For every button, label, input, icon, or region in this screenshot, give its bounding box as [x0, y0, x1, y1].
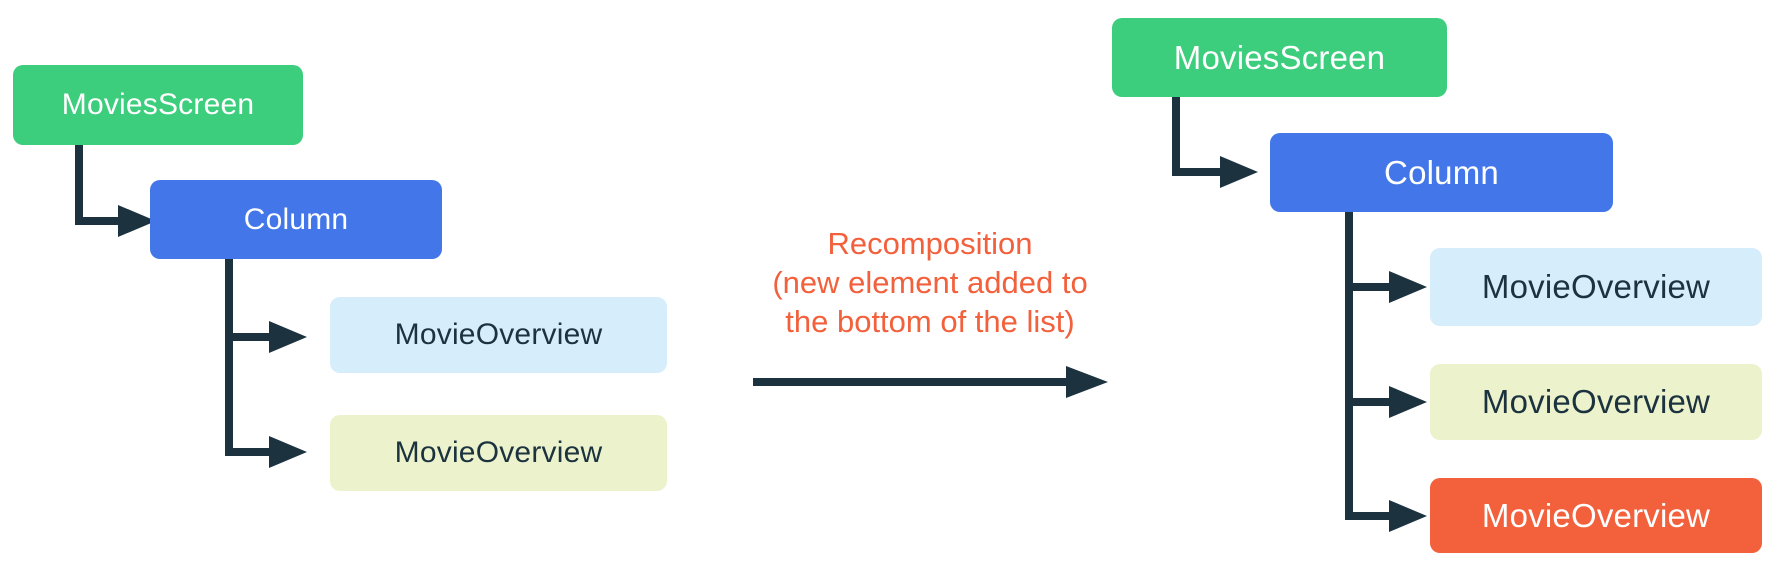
- connector-branch-horizontal: [225, 448, 270, 456]
- arrow-head-icon: [1389, 271, 1427, 303]
- node-movies-screen: MoviesScreen: [13, 65, 303, 145]
- connector-branch-horizontal: [225, 333, 270, 341]
- connector-root-to-column-vertical: [75, 145, 83, 225]
- node-movie-overview-2: MovieOverview: [1430, 364, 1762, 440]
- caption-line-2: (new element added to: [772, 265, 1088, 300]
- connector-column-trunk: [1345, 212, 1353, 520]
- connector-branch-horizontal: [1345, 398, 1390, 406]
- connector-branch-horizontal: [1345, 283, 1390, 291]
- node-movie-overview-1: MovieOverview: [330, 297, 667, 373]
- recomposition-arrow-line: [753, 378, 1068, 386]
- connector-root-to-column-horizontal: [75, 217, 120, 225]
- arrow-head-icon: [1389, 500, 1427, 532]
- node-movie-overview-2: MovieOverview: [330, 415, 667, 491]
- caption-line-1: Recomposition: [827, 226, 1033, 261]
- node-movies-screen: MoviesScreen: [1112, 18, 1447, 97]
- arrow-head-icon: [1389, 386, 1427, 418]
- node-movie-overview-1: MovieOverview: [1430, 248, 1762, 326]
- connector-column-trunk: [225, 259, 233, 456]
- connector-root-to-column-horizontal: [1172, 168, 1222, 176]
- caption-line-3: the bottom of the list): [785, 304, 1075, 339]
- connector-branch-horizontal: [1345, 512, 1390, 520]
- arrow-head-icon: [1220, 156, 1258, 188]
- node-column: Column: [1270, 133, 1613, 212]
- node-column: Column: [150, 180, 442, 259]
- arrow-head-icon: [118, 205, 156, 237]
- arrow-head-icon: [1066, 366, 1108, 398]
- node-movie-overview-3-new: MovieOverview: [1430, 478, 1762, 553]
- arrow-head-icon: [269, 321, 307, 353]
- arrow-head-icon: [269, 436, 307, 468]
- connector-root-to-column-vertical: [1172, 97, 1180, 176]
- recomposition-caption: Recomposition (new element added to the …: [660, 224, 1200, 341]
